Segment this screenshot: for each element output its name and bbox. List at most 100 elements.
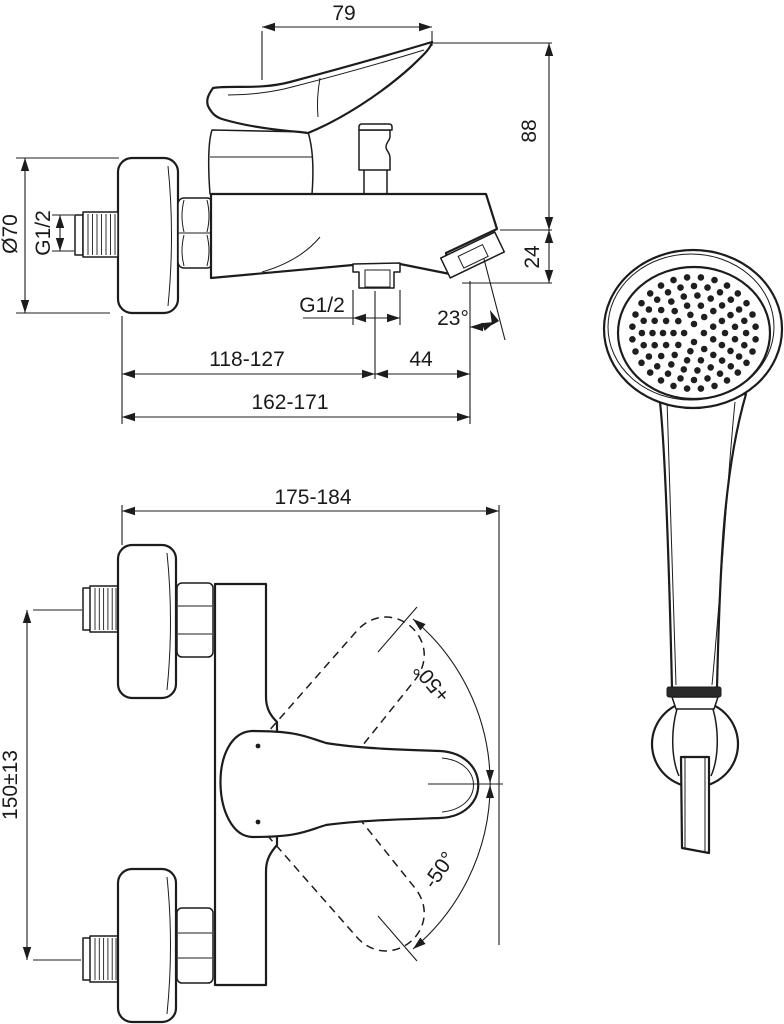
- nozzle-dot: [707, 295, 714, 302]
- nozzle-dot: [671, 351, 678, 359]
- nozzle-dot: [718, 317, 726, 325]
- holder-bracket: [679, 755, 711, 855]
- nozzle-dot: [742, 329, 750, 337]
- dim-label-inlet-centres: 150±13: [0, 750, 22, 820]
- dim-label-height: 88: [518, 119, 541, 142]
- lever-screw-top: [255, 743, 261, 749]
- nozzle-dot: [690, 338, 698, 346]
- nozzle-dot: [718, 341, 726, 349]
- nozzle-dot: [727, 347, 734, 355]
- side-view: 79 88 24 Ø70 G1/2 118-127 44 162-171 G1/…: [0, 2, 554, 424]
- nozzle-dot: [700, 313, 708, 321]
- nozzle-dot: [743, 359, 750, 367]
- nozzle-dot: [680, 329, 688, 337]
- nozzle-dot: [638, 299, 645, 307]
- nozzle-dot: [731, 323, 739, 331]
- nozzle-dot: [653, 363, 661, 370]
- nozzle-dot: [651, 317, 658, 325]
- nozzle-dot: [690, 282, 698, 290]
- nozzle-dot: [683, 357, 691, 364]
- nozzle-dot: [735, 353, 743, 360]
- nozzle-dot: [700, 345, 708, 353]
- nozzle-dot: [709, 336, 717, 343]
- nozzle-dot: [687, 311, 694, 319]
- nozzle-dot: [638, 329, 646, 337]
- nozzle-dot: [671, 307, 678, 315]
- wall-flange: [116, 156, 180, 315]
- inlet-nipple: [74, 211, 119, 258]
- nozzle-dot: [690, 320, 698, 328]
- nozzle-dot: [677, 375, 684, 382]
- nozzle-dot: [710, 351, 717, 359]
- nozzle-dot: [645, 306, 653, 313]
- nozzle-dot: [718, 357, 726, 364]
- nozzle-dot: [632, 311, 639, 318]
- swing-arc: [377, 606, 503, 962]
- nozzle-dot: [704, 375, 711, 382]
- nozzle-dot: [709, 323, 717, 330]
- nozzle-dot: [741, 341, 748, 349]
- shower-handle: [657, 392, 748, 690]
- dim-label-inlet-thread: G1/2: [32, 210, 55, 256]
- dim-label-spout-overhang: 44: [409, 348, 433, 371]
- nozzle-dot: [675, 317, 682, 325]
- nozzle-dot: [694, 292, 701, 299]
- nozzle-dot: [632, 348, 639, 355]
- dim-label-outlet-thread: G1/2: [299, 294, 345, 317]
- nozzle-dot: [711, 382, 718, 390]
- nozzle-dot: [727, 311, 734, 319]
- nozzle-dot: [716, 370, 724, 377]
- nozzle-dot: [711, 276, 718, 284]
- nozzle-dot: [645, 353, 653, 360]
- dim-label-wall-to-spout-tip: 162-171: [251, 391, 328, 414]
- nozzle-dot: [683, 385, 691, 392]
- nozzle-dot: [683, 274, 691, 281]
- dim-label-total-width: 175-184: [274, 486, 351, 509]
- nozzle-dot: [734, 369, 742, 376]
- nozzle-dot: [741, 317, 748, 325]
- nozzle-dot: [687, 347, 694, 355]
- hand-shower: [602, 248, 784, 855]
- dim-label-lever-close: -50°: [419, 848, 460, 893]
- nozzle-dot: [694, 367, 701, 374]
- nozzle-dot: [646, 290, 654, 297]
- nozzle-dot: [749, 348, 756, 355]
- nozzle-field: [629, 274, 759, 392]
- nozzle-dot: [657, 282, 665, 289]
- nozzle-dot: [680, 293, 688, 300]
- nozzle-dot: [752, 323, 759, 330]
- nozzle-dot: [653, 296, 661, 303]
- nozzle-dot: [670, 276, 677, 284]
- dim-label-handle-length: 79: [332, 2, 355, 25]
- dim-label-wall-to-outlet: 118-127: [209, 348, 285, 371]
- nozzle-dot: [668, 361, 675, 368]
- nozzle-dot: [723, 377, 731, 384]
- nozzle-dot: [640, 341, 647, 349]
- dim-label-spout-drop: 24: [521, 245, 544, 269]
- nozzle-dot: [638, 359, 645, 367]
- side-view-dimensions: 79 88 24 Ø70 G1/2 118-127 44 162-171 G1/…: [0, 2, 554, 424]
- dim-label-spout-angle: 23°: [437, 307, 469, 330]
- nozzle-dot: [690, 376, 698, 384]
- nozzle-dot: [743, 299, 750, 307]
- nozzle-dot: [710, 307, 717, 315]
- nozzle-dot: [700, 329, 708, 337]
- nozzle-dot: [649, 329, 656, 337]
- nozzle-dot: [697, 302, 705, 309]
- nozzle-dot: [718, 302, 726, 309]
- nozzle-dot: [723, 282, 731, 289]
- lever-handle: [206, 40, 434, 135]
- nozzle-dot: [697, 274, 705, 281]
- nozzle-dot: [670, 382, 677, 390]
- nozzle-dot: [629, 336, 636, 343]
- nozzle-dot: [735, 306, 743, 313]
- nozzle-dot: [680, 366, 688, 373]
- shower-outlet-nut: [352, 262, 401, 289]
- nozzle-dot: [646, 369, 654, 376]
- nozzle-dot: [662, 317, 670, 325]
- nozzle-dot: [670, 329, 677, 337]
- shower-head: [602, 248, 784, 410]
- cartridge-neck: [207, 129, 314, 195]
